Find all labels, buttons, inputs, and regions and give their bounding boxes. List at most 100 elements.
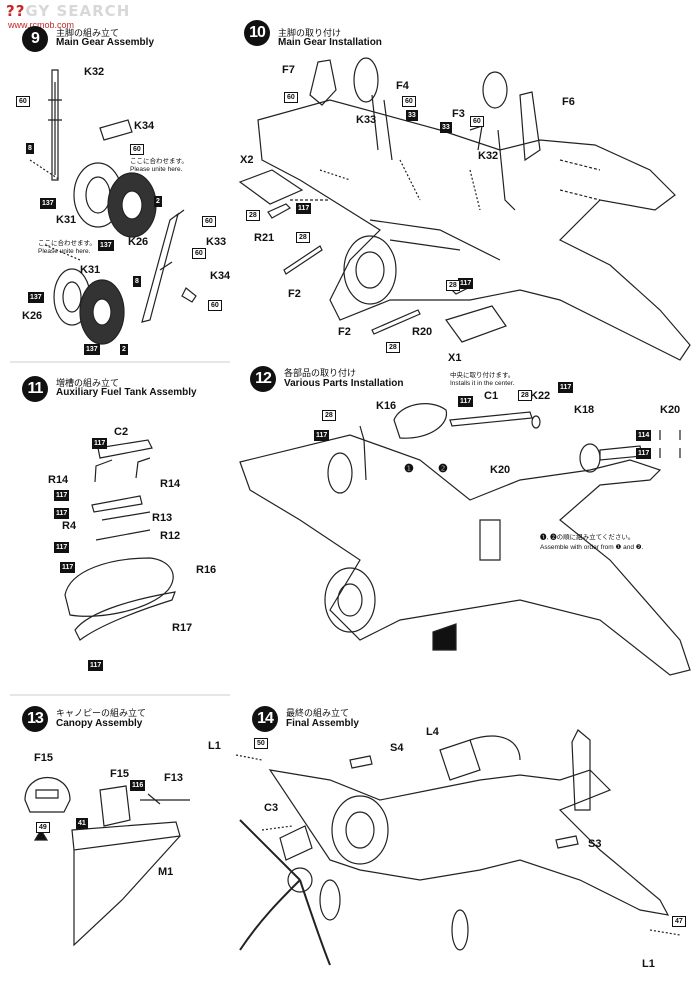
step-9-title-en: Main Gear Assembly — [56, 37, 155, 48]
paint-code: 117 — [314, 430, 330, 441]
paint-code: 33 — [440, 122, 452, 133]
step-13-title-jp: キャノピーの組み立て — [56, 708, 147, 718]
part-label: L1 — [208, 740, 221, 752]
part-label: R13 — [152, 512, 173, 524]
paint-code: 28 — [246, 210, 260, 221]
part-label: F13 — [164, 772, 183, 784]
order-marker-1: ❶ — [404, 463, 414, 475]
paint-code: 114 — [636, 430, 652, 441]
part-label: R20 — [412, 326, 433, 338]
step-14-number: 14 — [252, 706, 278, 732]
part-label: L1 — [642, 958, 655, 970]
order-note-en: Assemble with order from ❶ and ❷. — [540, 544, 644, 551]
part-label: R14 — [48, 474, 69, 486]
paint-code: 116 — [130, 780, 146, 791]
paint-code: 117 — [296, 203, 312, 214]
part-label: K20 — [660, 404, 681, 416]
paint-code: 117 — [54, 508, 70, 519]
step-12-number: 12 — [250, 366, 276, 392]
paint-code: 60 — [284, 92, 298, 103]
part-label: R17 — [172, 622, 193, 634]
paint-code: 117 — [60, 562, 76, 573]
step-13-number: 13 — [22, 706, 48, 732]
part-label: S4 — [390, 742, 404, 754]
step-12-title-jp: 各部品の取り付け — [284, 368, 357, 378]
center-note-jp: 中央に取り付けます。 — [450, 372, 515, 379]
step12-drawing — [239, 403, 691, 676]
part-label: K26 — [22, 310, 43, 322]
part-label: F15 — [34, 752, 53, 764]
paint-code: 117 — [92, 438, 108, 449]
part-label: F15 — [110, 768, 129, 780]
paint-code: 137 — [40, 198, 56, 209]
paint-code: 117 — [636, 448, 652, 459]
paint-code: 60 — [130, 144, 144, 155]
part-label: R14 — [160, 478, 181, 490]
part-label: K26 — [128, 236, 149, 248]
paint-code: 117 — [88, 660, 104, 671]
paint-code: 50 — [254, 738, 268, 749]
part-label: R21 — [254, 232, 275, 244]
paint-code: 137 — [84, 344, 100, 355]
part-label: K34 — [134, 120, 155, 132]
paint-code: 117 — [458, 278, 474, 289]
part-label: F7 — [282, 64, 295, 76]
part-label: X2 — [240, 154, 254, 166]
watermark: ??GY SEARCH — [6, 2, 131, 20]
part-label: C3 — [264, 802, 279, 814]
paint-code: 8 — [133, 276, 141, 287]
step-11-title-jp: 増槽の組み立て — [56, 378, 120, 388]
part-label: R16 — [196, 564, 217, 576]
step-12-title-en: Various Parts Installation — [284, 378, 404, 389]
step-11-title-en: Auxiliary Fuel Tank Assembly — [56, 387, 197, 398]
part-label: F4 — [396, 80, 409, 92]
step13-drawing — [24, 777, 190, 947]
step14-drawing — [235, 729, 681, 966]
paint-code: 137 — [28, 292, 44, 303]
part-label: C2 — [114, 426, 129, 438]
unite-note-jp: ここに合わせます。 — [130, 158, 188, 165]
part-label: F2 — [338, 326, 351, 338]
paint-code: 28 — [322, 410, 336, 421]
paint-code: 60 — [16, 96, 30, 107]
step-14-title-en: Final Assembly — [286, 718, 359, 729]
paint-code: 28 — [518, 390, 532, 401]
part-label: R4 — [62, 520, 77, 532]
part-label: F3 — [452, 108, 465, 120]
part-label: K31 — [80, 264, 101, 276]
paint-code: 2 — [120, 344, 128, 355]
step-14-title-jp: 最終の組み立て — [286, 708, 350, 718]
part-label: R12 — [160, 530, 181, 542]
watermark-url: www.rcmob.com — [8, 20, 75, 30]
paint-code: 33 — [406, 110, 418, 121]
part-label: K31 — [56, 214, 77, 226]
step-11-number: 11 — [22, 376, 48, 402]
step-13-title-en: Canopy Assembly — [56, 718, 143, 729]
step10-drawing — [238, 57, 691, 361]
paint-code: 8 — [26, 143, 34, 154]
paint-code: 117 — [458, 396, 474, 407]
paint-code: 117 — [558, 382, 574, 393]
part-label: C1 — [484, 390, 499, 402]
paint-code: 60 — [202, 216, 216, 227]
unite-note-jp: ここに合わせます。 — [38, 240, 96, 247]
paint-code: 117 — [54, 490, 70, 501]
part-label: K16 — [376, 400, 397, 412]
step11-drawing — [64, 439, 176, 641]
part-label: K33 — [356, 114, 377, 126]
paint-code: 60 — [208, 300, 222, 311]
step-10-title-en: Main Gear Installation — [278, 37, 382, 48]
paint-code: 60 — [470, 116, 484, 127]
paint-code: 41 — [76, 818, 88, 829]
paint-code: 28 — [386, 342, 400, 353]
step-10-title-jp: 主脚の取り付け — [278, 28, 342, 38]
paint-code: 2 — [154, 196, 162, 207]
center-note-en: Installs it in the center. — [450, 380, 515, 387]
part-label: K34 — [210, 270, 231, 282]
step-10-number: 10 — [244, 20, 270, 46]
part-label: K20 — [490, 464, 511, 476]
step-9-number: 9 — [22, 26, 48, 52]
part-label: K22 — [530, 390, 551, 402]
paint-code: 137 — [98, 240, 114, 251]
paint-code: 28 — [446, 280, 460, 291]
